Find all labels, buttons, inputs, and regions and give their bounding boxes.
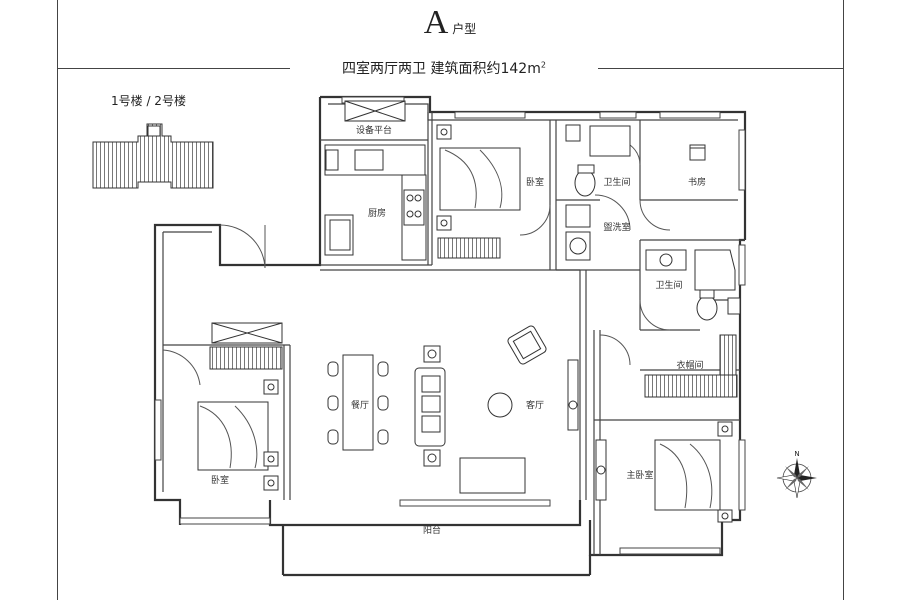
unit-summary-sup: 2: [540, 60, 546, 70]
sofa: [414, 325, 607, 501]
wardrobes: [209, 100, 738, 398]
windows: [154, 96, 746, 555]
label-living: 客厅: [526, 399, 544, 411]
label-kitchen: 厨房: [368, 207, 386, 219]
label-walk-in-closet: 衣帽间: [676, 359, 703, 371]
unit-letter: A: [423, 4, 449, 41]
study-desk: [689, 144, 706, 161]
label-balcony: 阳台: [423, 524, 441, 536]
label-bedroom-north: 卧室: [526, 176, 544, 188]
kitchen-fixtures: [324, 144, 427, 261]
label-dining: 餐厅: [351, 399, 369, 411]
label-bathroom-2: 卫生间: [655, 279, 682, 291]
compass-north-label: N: [794, 450, 799, 458]
unit-suffix: 户型: [452, 22, 477, 36]
key-plan: [92, 123, 214, 189]
label-bedroom-west: 卧室: [211, 474, 229, 486]
unit-summary: 四室两厅两卫 建筑面积约142m2: [290, 58, 598, 78]
room-labels: 设备平台 厨房 卧室 卫生间 盥洗室 书房 卫生间 衣帽间 餐厅 客厅 卧室 主…: [211, 124, 706, 536]
frame-left-line: [57, 0, 58, 600]
label-master-bedroom: 主卧室: [626, 469, 653, 481]
dining-set: [327, 354, 389, 451]
beds: [197, 147, 721, 511]
nightstands: [263, 124, 733, 523]
label-study: 书房: [688, 176, 706, 188]
label-equipment-platform: 设备平台: [356, 124, 392, 136]
label-bathroom-1: 卫生间: [603, 176, 630, 188]
bathroom-fixtures: [565, 124, 741, 321]
label-wash-room: 盥洗室: [603, 221, 630, 233]
unit-summary-text: 四室两厅两卫 建筑面积约142m: [342, 61, 541, 77]
compass-icon: N: [776, 450, 817, 499]
frame-right-line: [843, 0, 844, 600]
building-label: 1号楼 / 2号楼: [111, 94, 186, 108]
doors: [162, 139, 671, 386]
